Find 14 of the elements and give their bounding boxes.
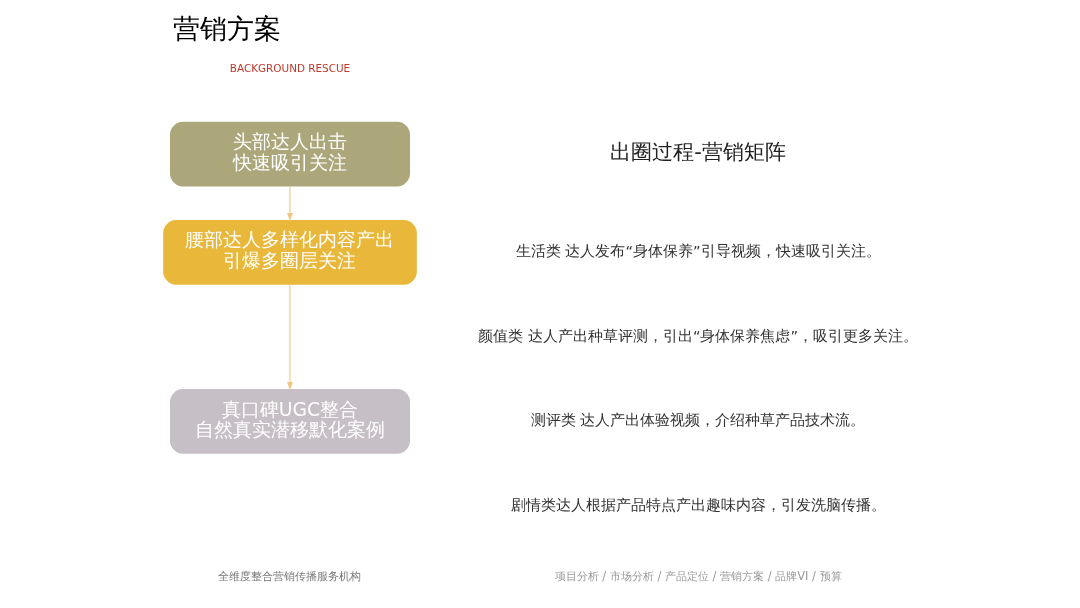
label: 颜值类 达人产出种草评测，引出“身体保养焦虑”，吸引更多关注。 bbox=[478, 326, 919, 344]
label: 全维度整合营销传播服务机构 bbox=[218, 568, 362, 583]
node-box: 腰部达人多样化内容产出 引爆多圈层关注 bbox=[163, 219, 417, 285]
label: 测评类 达人产出体验视频，介绍种草产品技术流。 bbox=[530, 411, 866, 429]
label: 出圈过程-营销矩阵 bbox=[610, 140, 786, 165]
arrow bbox=[287, 186, 293, 222]
label: 剧情类达人根据产品特点产出趣味内容，引发洗脑传播。 bbox=[510, 495, 886, 513]
arrow bbox=[287, 284, 293, 391]
label: 生活类 达人发布“身体保养”引导视频，快速吸引关注。 bbox=[515, 242, 881, 260]
node-box: 头部达人出击 快速吸引关注 bbox=[169, 121, 411, 187]
label: 项目分析 / 市场分析 / 产品定位 / 营销方案 / 品牌VI / 预算 bbox=[554, 568, 842, 583]
label: BACKGROUND RESCUE bbox=[229, 62, 351, 75]
node-box: 真口碑UGC整合 自然真实潜移默化案例 bbox=[169, 389, 411, 454]
diagram-title: 营销方案 bbox=[172, 13, 281, 45]
